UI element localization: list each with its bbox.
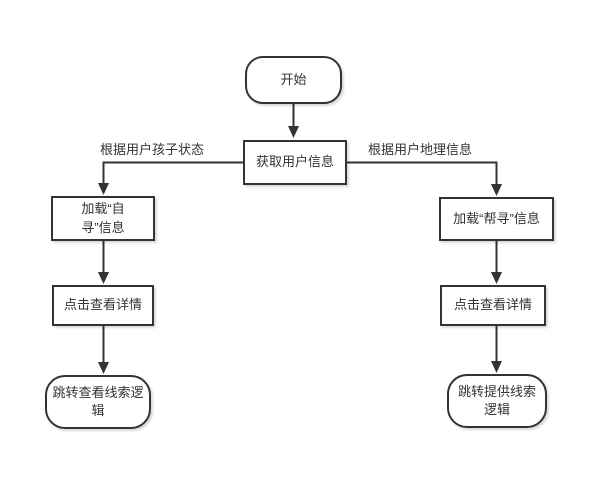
arrowhead-icon [98,362,109,374]
click-view-details-right-label: 点击查看详情 [453,297,532,313]
click-view-details-left-label: 点击查看详情 [63,297,142,313]
load-help-search-label: 加载“帮寻”信息 [453,210,540,226]
load-self-search-label: 加载“自寻”信息 [81,201,125,235]
start-node-label: 开始 [280,71,307,87]
arrowhead-icon [491,184,502,196]
jump-provide-clue-logic-label: 跳转提供线索逻辑 [457,383,536,417]
jump-view-clue-logic-label: 跳转查看线索逻辑 [52,384,144,418]
load-help-search-node: 加载“帮寻”信息 [439,197,554,241]
arrowhead-icon [491,272,502,284]
get-user-info-node: 获取用户信息 [243,140,347,185]
arrowhead-icon [288,126,299,138]
start-node: 开始 [245,56,342,104]
right-branch-label: 根据用户地理信息 [368,142,473,157]
click-view-details-right-node: 点击查看详情 [440,285,546,326]
jump-view-clue-logic-node: 跳转查看线索逻辑 [45,375,151,429]
left-branch-label: 根据用户孩子状态 [100,142,205,157]
connector-getinfo-to-loadself [102,161,243,183]
get-user-info-label: 获取用户信息 [255,154,334,170]
arrowhead-icon [491,361,502,373]
load-self-search-node: 加载“自寻”信息 [51,196,155,241]
jump-provide-clue-logic-node: 跳转提供线索逻辑 [447,374,547,428]
arrowhead-icon [98,183,109,195]
arrowhead-icon [98,272,109,284]
click-view-details-left-node: 点击查看详情 [52,285,154,326]
connector-getinfo-to-loadhelp [347,161,498,184]
